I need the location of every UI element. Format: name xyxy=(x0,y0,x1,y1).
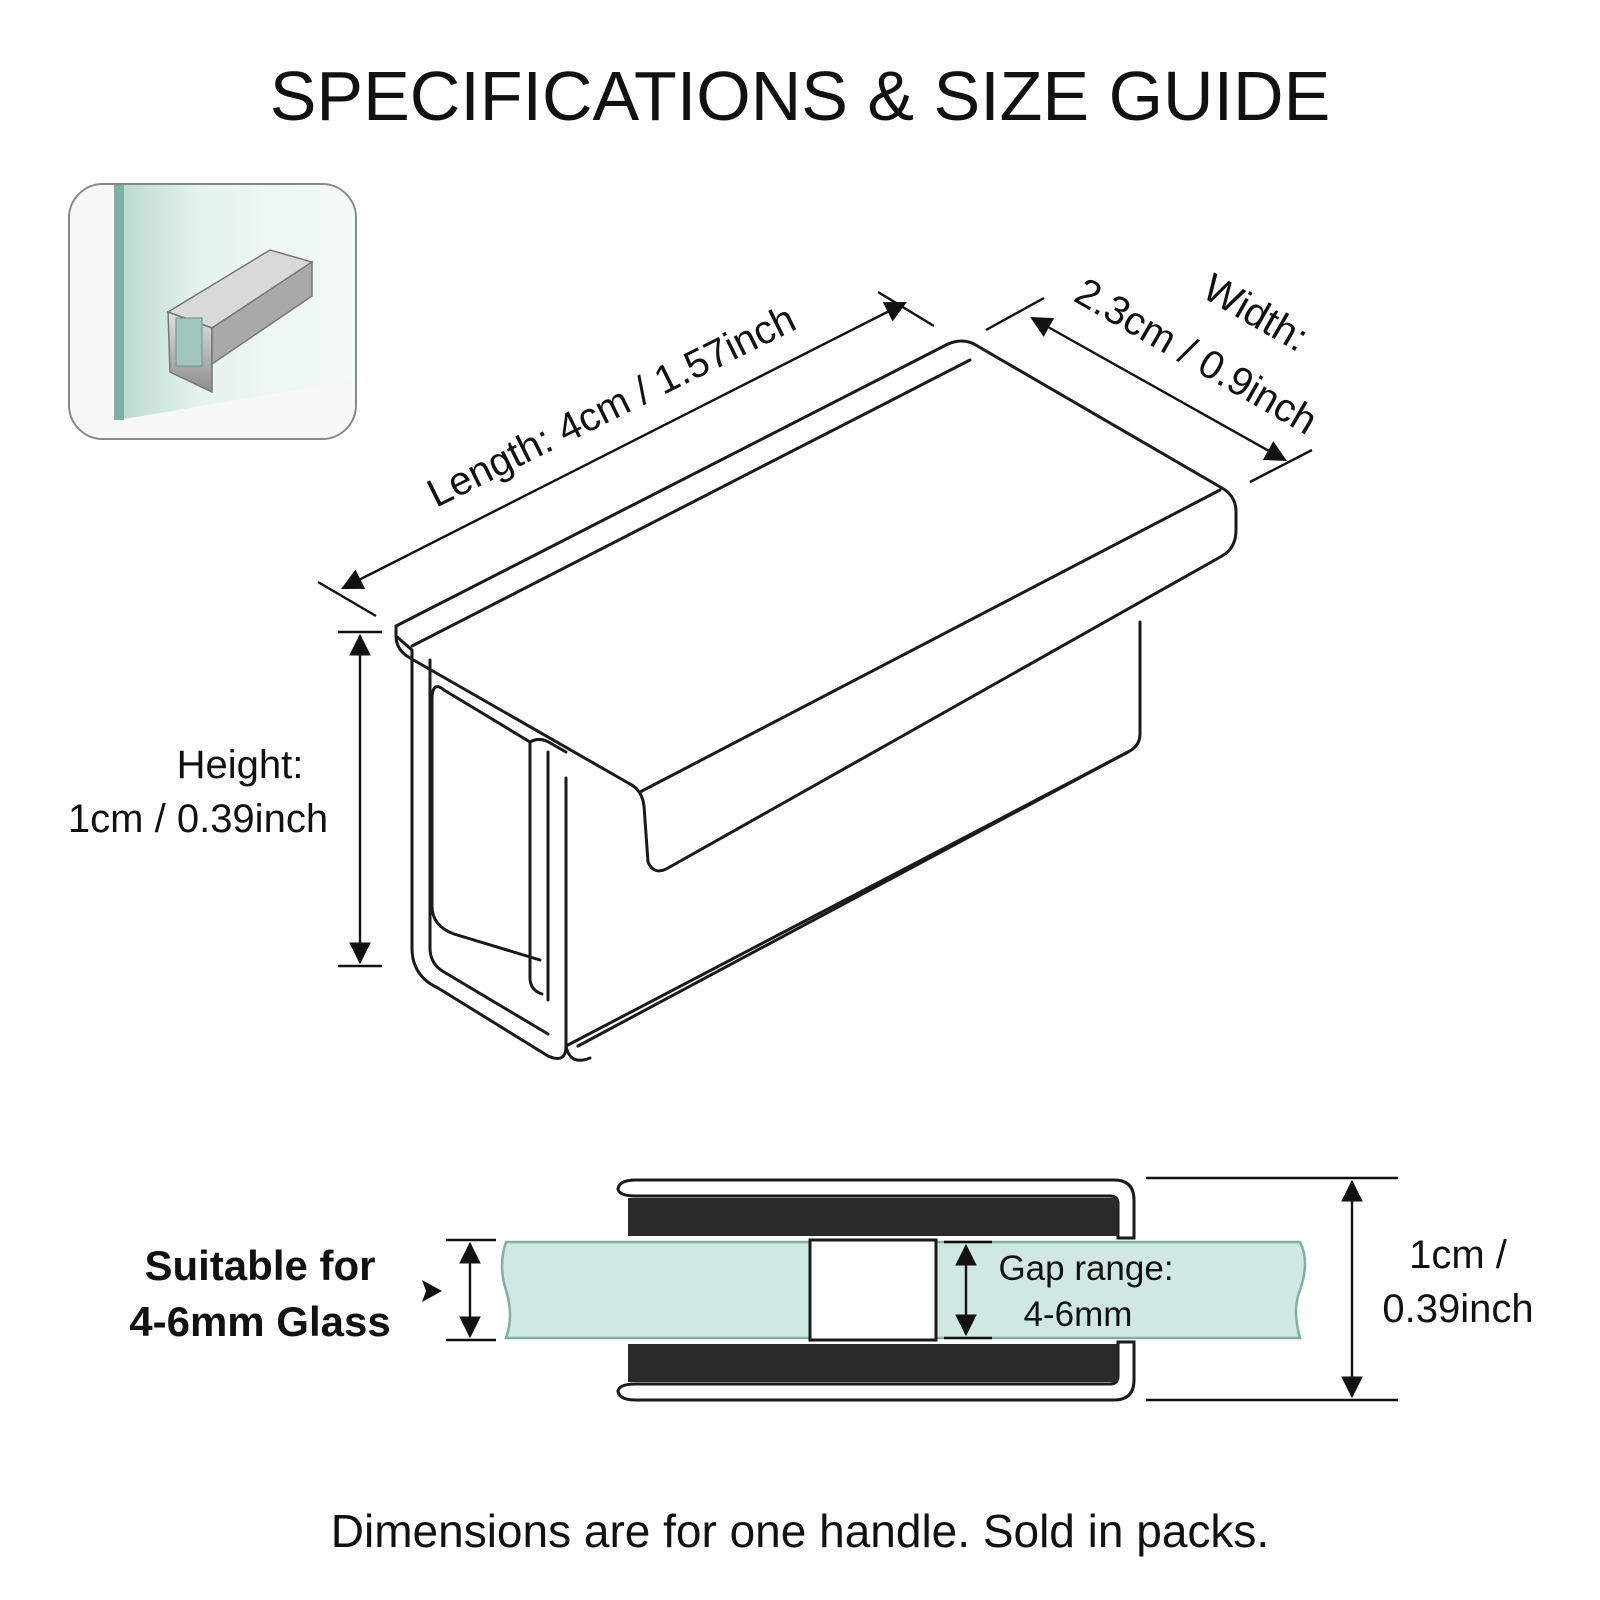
height-value: 1cm / 0.39inch xyxy=(68,797,328,841)
gap-dimension xyxy=(944,1240,992,1340)
gap-label: Gap range: xyxy=(998,1249,1173,1288)
section-height-dimension xyxy=(1146,1176,1398,1402)
cross-section-drawing xyxy=(500,1178,1307,1402)
width-value: 2.3cm / 0.9inch xyxy=(1068,270,1325,444)
top-rubber-pad xyxy=(628,1198,1118,1236)
bottom-rubber-pad xyxy=(628,1344,1118,1382)
suitable-line2: 4-6mm Glass xyxy=(129,1298,390,1345)
height-dimension xyxy=(338,630,382,968)
width-dimension xyxy=(985,296,1313,484)
thumbnail-photo xyxy=(68,183,357,440)
suitable-line1: Suitable for xyxy=(144,1242,375,1289)
section-height-line1: 1cm / xyxy=(1409,1233,1508,1277)
section-height-line2: 0.39inch xyxy=(1382,1287,1533,1331)
handle-photo xyxy=(166,249,314,394)
height-label: Height: xyxy=(177,743,304,787)
footer-note: Dimensions are for one handle. Sold in p… xyxy=(330,1505,1270,1557)
page-title: SPECIFICATIONS & SIZE GUIDE xyxy=(269,57,1331,135)
glass-thickness-dimension xyxy=(446,1238,496,1342)
pointer-arrow-icon xyxy=(422,1280,442,1302)
length-dimension xyxy=(317,290,935,618)
gap-value: 4-6mm xyxy=(1024,1295,1133,1334)
